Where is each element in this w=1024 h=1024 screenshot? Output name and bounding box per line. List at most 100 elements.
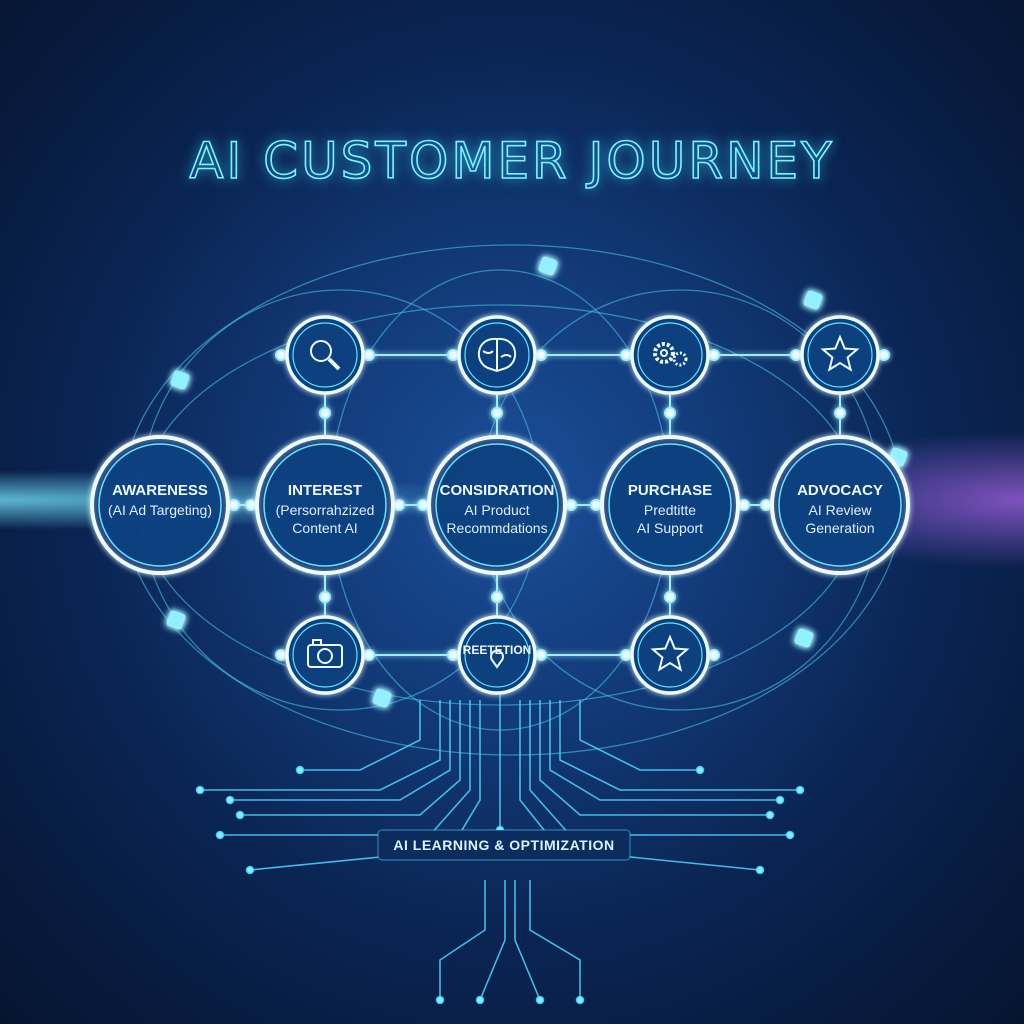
stage-title: PURCHASE — [628, 482, 712, 499]
circuit-node — [575, 995, 585, 1005]
floating-cube — [538, 256, 558, 276]
junction-dot — [878, 349, 890, 361]
junction-dot — [620, 649, 632, 661]
magnifier-icon — [310, 340, 341, 371]
circuit-node — [775, 795, 785, 805]
junction-dot — [228, 499, 240, 511]
brain-icon — [477, 337, 517, 373]
gears-icon — [653, 342, 688, 367]
junction-dot — [275, 649, 287, 661]
star-shape — [650, 634, 690, 672]
bottom-node-2[interactable] — [630, 615, 710, 695]
stage-description: Content AI — [292, 520, 357, 536]
junction-dot — [363, 349, 375, 361]
junction-dot — [245, 499, 257, 511]
stage-description: (AI Ad Targeting) — [108, 502, 212, 518]
circuit-node — [765, 810, 775, 820]
floating-cube — [794, 628, 814, 648]
floating-cube — [803, 290, 823, 310]
circuit-trace — [559, 700, 800, 791]
stage-description: Recommdations — [446, 520, 547, 536]
stage-description: (Persorrahzized — [276, 502, 375, 518]
node-label: REETETION — [463, 643, 532, 657]
circuit-trace — [300, 700, 421, 771]
circuit-node — [535, 995, 545, 1005]
top-node-3[interactable] — [800, 315, 880, 395]
circuit-trace — [579, 700, 700, 771]
top-node-1[interactable] — [457, 315, 537, 395]
bottom-node-0[interactable] — [285, 615, 365, 695]
junction-dot — [708, 349, 720, 361]
junction-dot — [491, 591, 503, 603]
circuit-trace — [479, 880, 506, 1001]
junction-dot — [760, 499, 772, 511]
junction-dot — [834, 407, 846, 419]
stage-title: CONSIDRATION — [440, 482, 555, 499]
circuit-node — [435, 995, 445, 1005]
footer-label-box: AI LEARNING & OPTIMIZATION — [377, 829, 631, 861]
circuit-node — [235, 810, 245, 820]
top-node-2[interactable] — [630, 315, 710, 395]
circuit-node — [475, 995, 485, 1005]
bottom-node-1[interactable]: REETETION — [457, 615, 537, 695]
circuit-node — [245, 865, 255, 875]
location-pin-icon — [490, 649, 504, 669]
stage-node-purchase[interactable]: PURCHASE Predtitte AI Support — [600, 435, 740, 575]
circuit-node — [215, 830, 225, 840]
star-shape — [820, 334, 860, 372]
camera-icon — [307, 639, 343, 668]
star-icon — [820, 334, 860, 372]
stage-description: Generation — [805, 520, 874, 536]
junction-dot — [447, 649, 459, 661]
star-icon — [650, 634, 690, 672]
junction-dot — [393, 499, 405, 511]
footer-label: AI LEARNING & OPTIMIZATION — [393, 837, 614, 853]
circuit-node — [785, 830, 795, 840]
stage-description: AI Support — [637, 520, 703, 536]
junction-dot — [790, 349, 802, 361]
circuit-trace — [529, 880, 581, 1000]
connector-lines — [166, 256, 908, 708]
stage-title: INTEREST — [288, 482, 362, 499]
junction-dot — [275, 349, 287, 361]
circuit-trace — [220, 700, 471, 836]
junction-dot — [491, 407, 503, 419]
circuit-trace — [539, 700, 770, 816]
stage-description: Predtitte — [644, 502, 696, 518]
junction-dot — [447, 349, 459, 361]
circuit-trace — [519, 700, 761, 871]
junction-dot — [664, 591, 676, 603]
junction-dot — [590, 499, 602, 511]
circuit-trace — [514, 880, 541, 1001]
circuit-node — [795, 785, 805, 795]
circuit-trace — [549, 700, 780, 801]
circuit-node — [755, 865, 765, 875]
circuit-trace — [200, 700, 441, 791]
circuit-node — [225, 795, 235, 805]
floating-cube — [372, 688, 392, 708]
junction-dot — [319, 407, 331, 419]
junction-dot — [319, 591, 331, 603]
stage-title: AWARENESS — [112, 482, 208, 499]
stage-title: ADVOCACY — [797, 482, 883, 499]
top-node-0[interactable] — [285, 315, 365, 395]
stage-node-awareness[interactable]: AWARENESS (AI Ad Targeting) — [90, 435, 230, 575]
junction-dot — [363, 649, 375, 661]
floating-cube — [166, 610, 186, 630]
circuit-trace — [529, 700, 790, 836]
junction-dot — [565, 499, 577, 511]
circuit-trace — [230, 700, 451, 801]
circuit-trace — [439, 880, 486, 1000]
junction-dot — [620, 349, 632, 361]
page-title: AI CUSTOMER JOURNEY — [189, 132, 834, 190]
circuit-node — [295, 765, 305, 775]
junction-dot — [738, 499, 750, 511]
circuit-lines — [195, 690, 805, 1005]
junction-dot — [708, 649, 720, 661]
circuit-node — [195, 785, 205, 795]
